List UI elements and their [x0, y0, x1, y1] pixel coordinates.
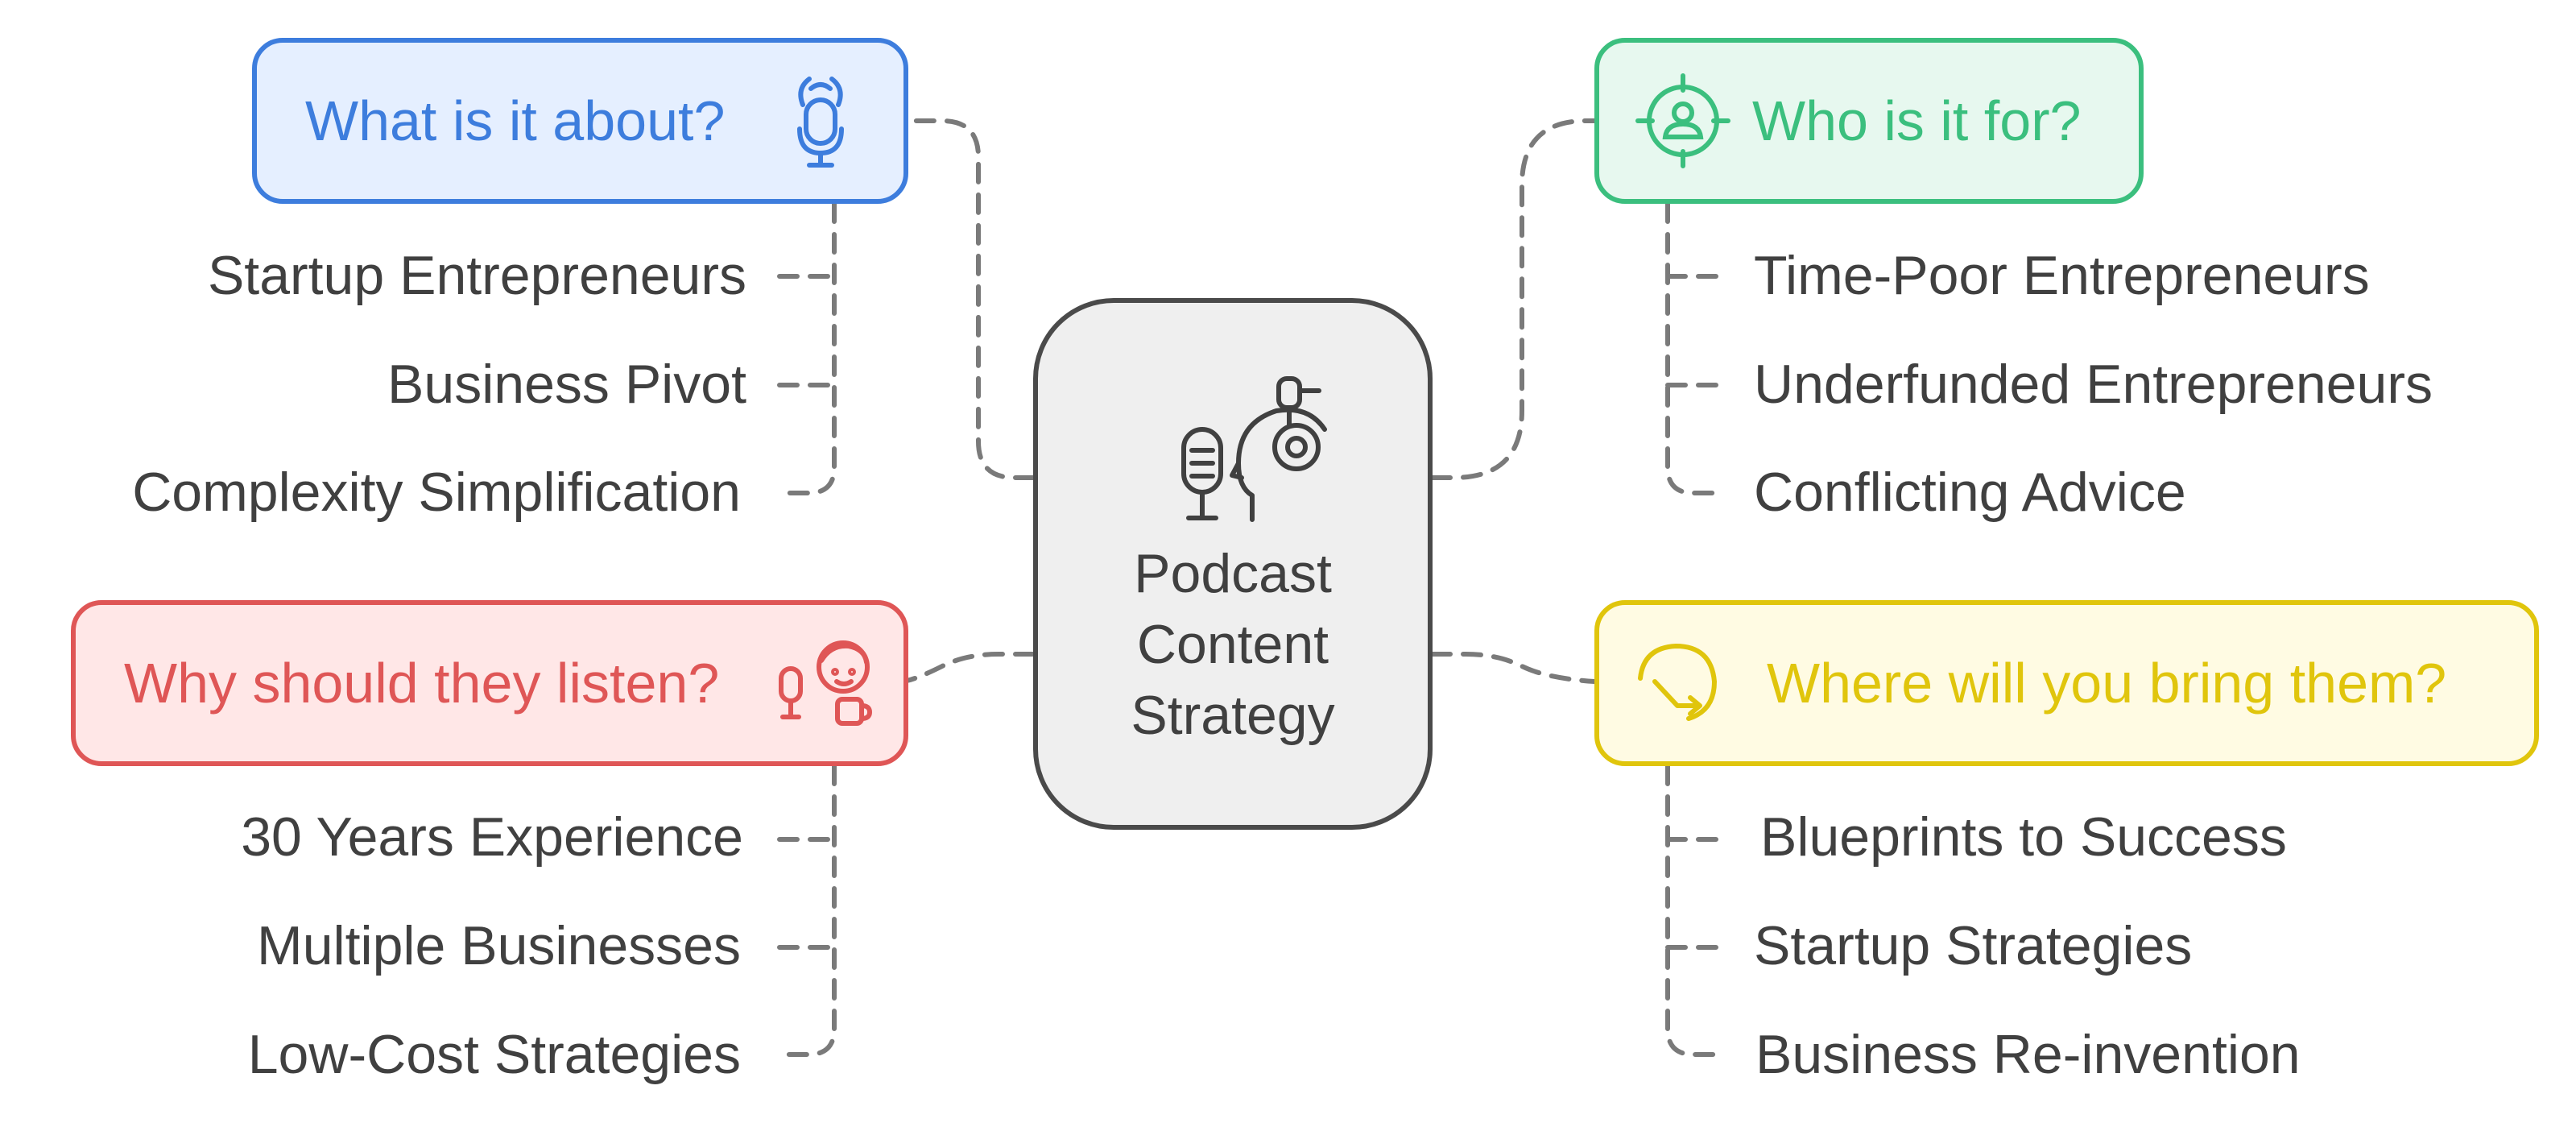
connector-who-items — [1665, 201, 1726, 495]
branch-where-item: Startup Strategies — [1754, 915, 2193, 976]
branch-who-item: Conflicting Advice — [1754, 462, 2186, 523]
center-title: Podcast Content Strategy — [1033, 538, 1433, 751]
branch-why-item: Low-Cost Strategies — [247, 1024, 741, 1085]
branch-who-item: Underfunded Entrepreneurs — [1754, 354, 2433, 415]
center-node — [1033, 298, 1433, 830]
branch-what-item: Business Pivot — [387, 354, 746, 415]
connector-where — [1430, 652, 1597, 684]
connector-where-items — [1665, 764, 1726, 1057]
branch-where-item: Blueprints to Success — [1760, 806, 2287, 868]
podcast-microphone-icon — [797, 77, 844, 168]
connector-why-items — [777, 764, 837, 1057]
center-title-line: Podcast — [1134, 543, 1332, 604]
host-with-microphone-icon — [779, 640, 872, 726]
branch-what-item: Complexity Simplification — [132, 462, 741, 523]
podcast-host-microphone-icon — [1181, 376, 1327, 522]
connector-why — [904, 652, 1036, 683]
branch-why-header: Why should they listen? — [71, 600, 908, 766]
branch-where-item: Business Re-invention — [1755, 1024, 2301, 1085]
target-audience-icon — [1635, 73, 1730, 168]
branch-who-title: Who is it for? — [1752, 89, 2082, 152]
connector-what — [904, 118, 1036, 480]
redirect-arrow-icon — [1638, 644, 1717, 721]
branch-what-title: What is it about? — [305, 89, 726, 152]
branch-why-item: Multiple Businesses — [257, 915, 741, 976]
branch-where-header: Where will you bring them? — [1594, 600, 2539, 766]
branch-who-item: Time-Poor Entrepreneurs — [1754, 245, 2370, 306]
branch-why-title: Why should they listen? — [124, 652, 720, 715]
branch-where-title: Where will you bring them? — [1767, 652, 2447, 715]
branch-why-item: 30 Years Experience — [241, 806, 743, 868]
connector-who — [1430, 118, 1597, 480]
center-title-line: Strategy — [1131, 685, 1335, 746]
connector-what-items — [777, 201, 837, 495]
branch-what-item: Startup Entrepreneurs — [207, 245, 746, 306]
center-title-line: Content — [1136, 614, 1329, 675]
branch-what-header: What is it about? — [252, 38, 908, 204]
